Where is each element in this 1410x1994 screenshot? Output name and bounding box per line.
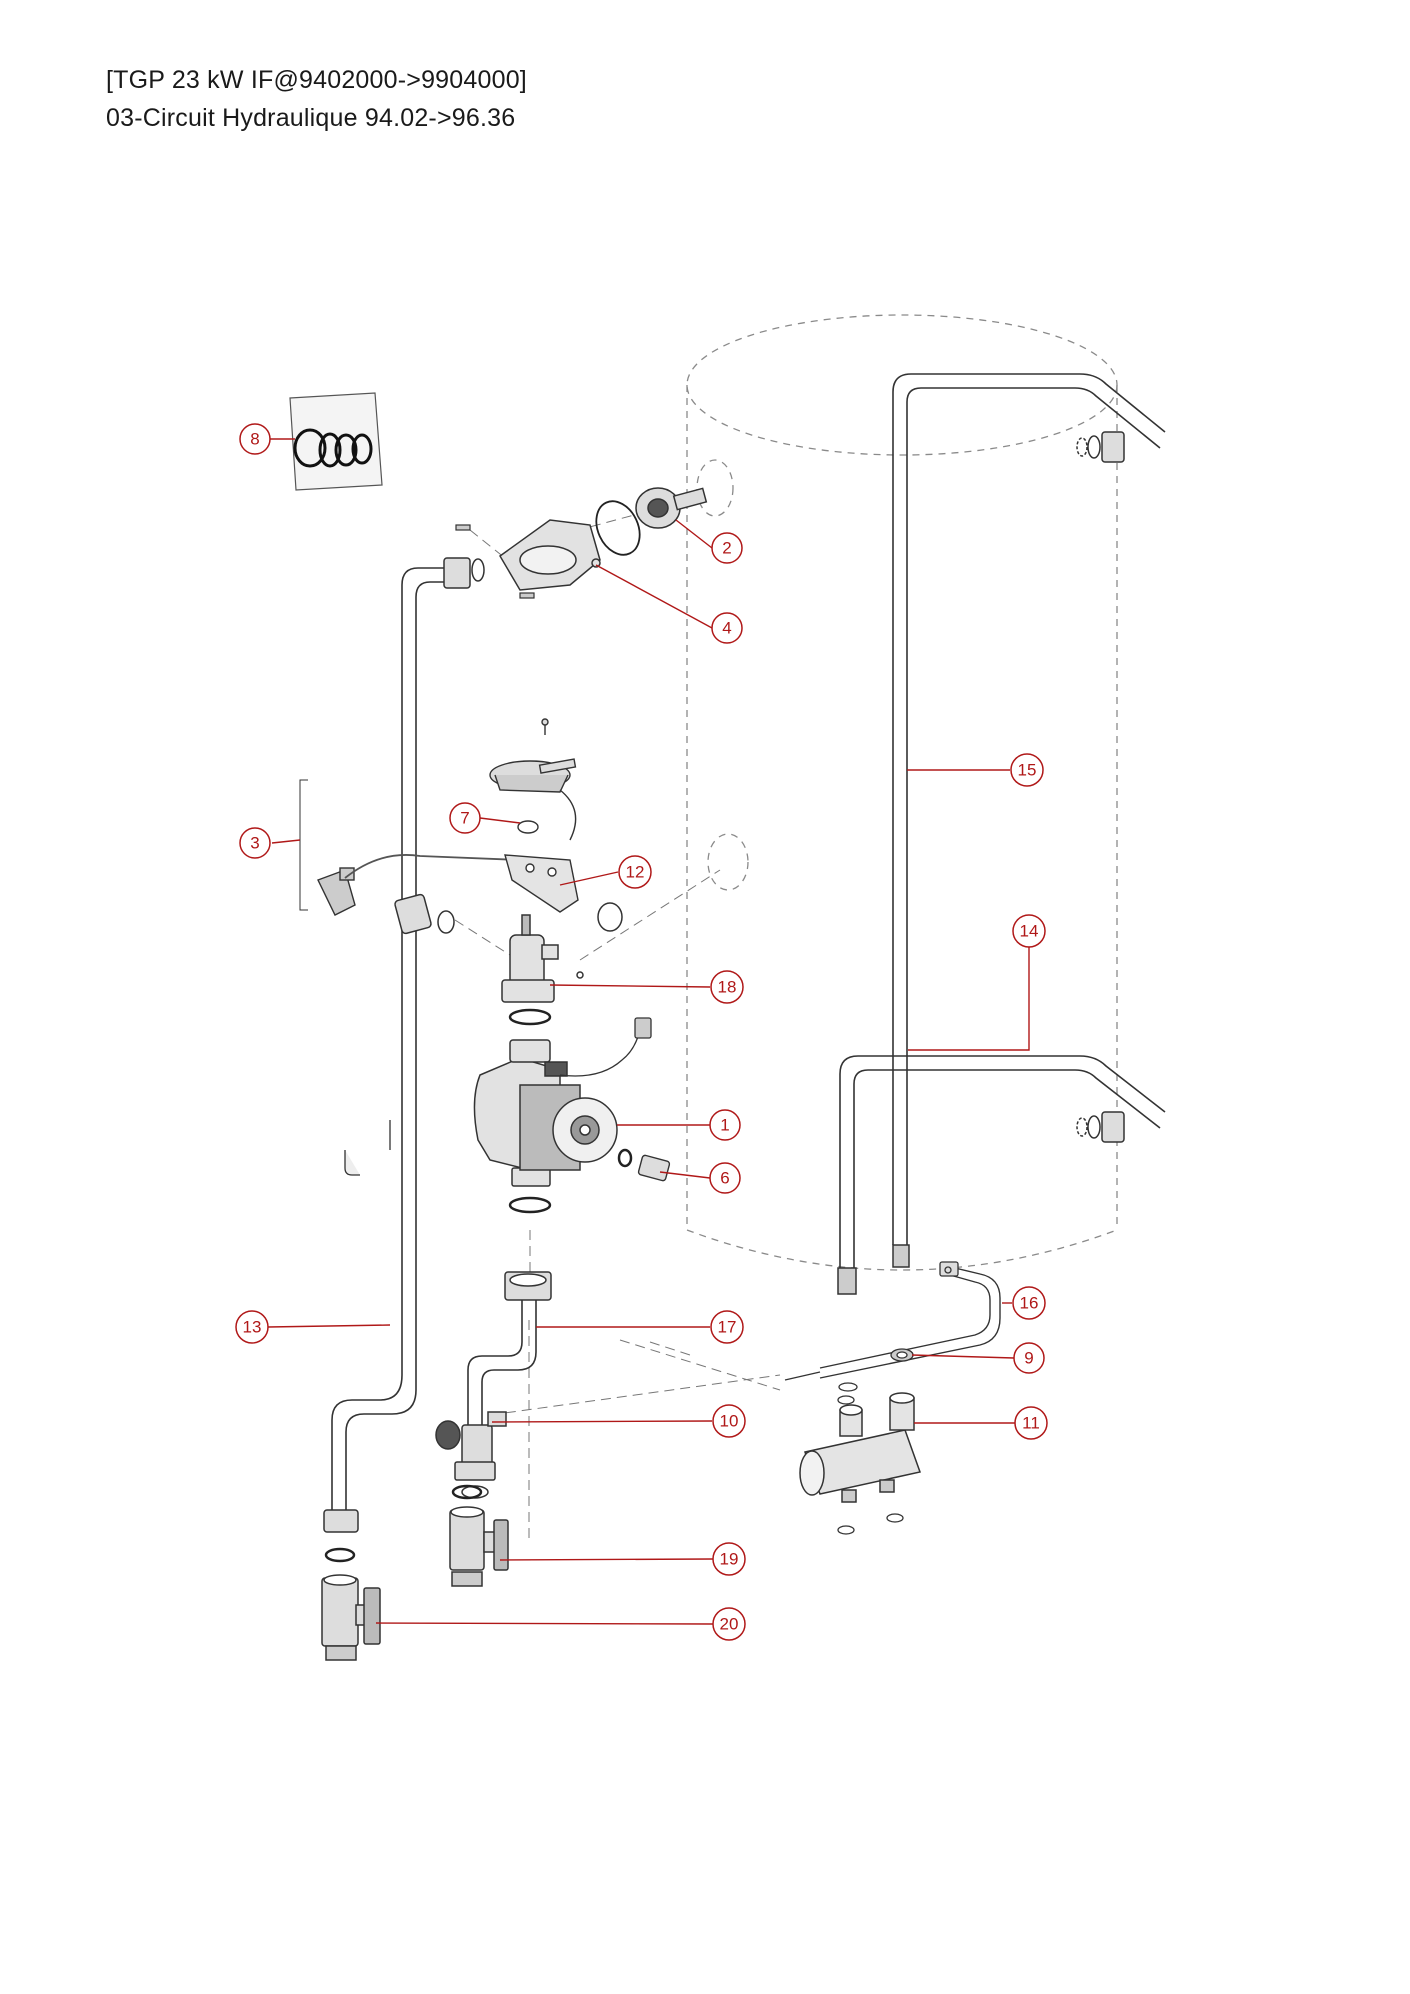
- svg-text:16: 16: [1020, 1294, 1039, 1313]
- svg-text:13: 13: [243, 1318, 262, 1337]
- callout-7: 7: [449, 802, 481, 834]
- valve-20: [321, 1574, 381, 1661]
- pump-cable: [559, 1029, 641, 1077]
- page-title: [TGP 23 kW IF@9402000->9904000]: [106, 66, 527, 94]
- callout-18: 18: [710, 970, 744, 1004]
- pipe-16: [784, 1267, 1001, 1381]
- valve-19: [449, 1506, 509, 1587]
- flange-4: [499, 519, 601, 591]
- svg-text:18: 18: [718, 978, 737, 997]
- tank-outline: [686, 314, 1118, 1271]
- svg-text:9: 9: [1024, 1349, 1033, 1368]
- callout-19: 19: [712, 1542, 746, 1576]
- bracket-12: [504, 854, 579, 913]
- fitting-18: [501, 914, 559, 1003]
- assembly-lines: [454, 507, 781, 1540]
- gasket-ring: [595, 500, 641, 556]
- washer-9: [890, 1348, 914, 1362]
- callouts: 8 2 4 15 7 3 12 14 18 1 6 16 13 17 9 10 …: [235, 423, 1048, 1641]
- nut-left: [394, 893, 432, 935]
- callout-14: 14: [1012, 914, 1046, 948]
- svg-text:17: 17: [718, 1318, 737, 1337]
- svg-text:15: 15: [1018, 761, 1037, 780]
- svg-text:4: 4: [722, 619, 731, 638]
- callout-8: 8: [239, 423, 271, 455]
- svg-text:19: 19: [720, 1550, 739, 1569]
- callout-1: 1: [709, 1109, 741, 1141]
- callout-16: 16: [1012, 1286, 1046, 1320]
- callout-9: 9: [1013, 1342, 1045, 1374]
- svg-text:3: 3: [250, 834, 259, 853]
- callout-13: 13: [235, 1310, 269, 1344]
- bag-8-rings: [293, 428, 373, 468]
- fitting-10: [435, 1411, 507, 1499]
- svg-text:14: 14: [1020, 922, 1039, 941]
- svg-text:6: 6: [720, 1169, 729, 1188]
- seal-18: [437, 902, 623, 979]
- manifold-11: [799, 1392, 921, 1503]
- pipe-15: [892, 373, 1166, 1245]
- connector-plug: [634, 1017, 652, 1039]
- page-subtitle: 03-Circuit Hydraulique 94.02->96.36: [106, 104, 516, 132]
- svg-text:2: 2: [722, 539, 731, 558]
- callout-4: 4: [711, 612, 743, 644]
- svg-text:20: 20: [720, 1615, 739, 1634]
- pipe-15-nut: [892, 431, 1125, 1268]
- seal-rings-pump: [508, 1008, 633, 1214]
- callout-20: 20: [712, 1607, 746, 1641]
- pipe-13-nut: [323, 557, 485, 1533]
- washers-11: [837, 1382, 904, 1535]
- pipe-14: [839, 1055, 1166, 1268]
- pipe-14-nut: [837, 1111, 1125, 1295]
- svg-text:7: 7: [460, 809, 469, 828]
- svg-text:11: 11: [1022, 1414, 1040, 1433]
- screws: [455, 524, 535, 599]
- svg-text:12: 12: [626, 863, 645, 882]
- svg-text:8: 8: [250, 430, 259, 449]
- callout-17: 17: [710, 1310, 744, 1344]
- callout-10: 10: [712, 1404, 746, 1438]
- pipe-13: [331, 567, 453, 1512]
- leader-lines: [267, 438, 1030, 1625]
- pipe-clip: [344, 1120, 391, 1176]
- pipe-17-nut: [504, 1271, 552, 1301]
- callout-3: 3: [239, 827, 271, 859]
- plug-6: [637, 1154, 671, 1182]
- fitting-16: [939, 1261, 959, 1277]
- callout-2: 2: [711, 532, 743, 564]
- svg-text:1: 1: [720, 1116, 729, 1135]
- sensor-head-7: [489, 718, 577, 841]
- sensor-3: [317, 867, 356, 916]
- part-2-anode: [635, 487, 708, 529]
- pump-1: [473, 1039, 618, 1187]
- callout-15: 15: [1010, 753, 1044, 787]
- callout-12: 12: [618, 855, 652, 889]
- bracket-3: [299, 779, 308, 911]
- pipe-17: [467, 1300, 537, 1430]
- sensor-wire: [344, 854, 521, 879]
- callout-11: 11: [1014, 1406, 1048, 1440]
- svg-text:10: 10: [720, 1412, 739, 1431]
- seal-rings-lower: [324, 1484, 483, 1563]
- callout-6: 6: [709, 1162, 741, 1194]
